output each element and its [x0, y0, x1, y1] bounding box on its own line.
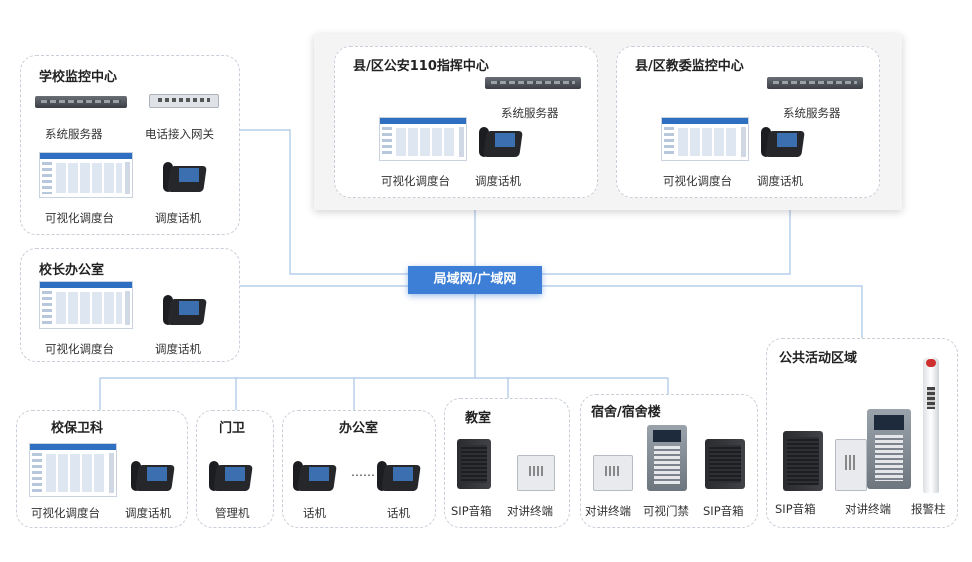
speaker-icon [705, 439, 745, 489]
console-icon [29, 443, 117, 497]
group-dorm: 宿舍/宿舍楼 对讲终端 可视门禁 SIP音箱 [580, 394, 758, 528]
intercom-icon [593, 455, 633, 491]
label: 对讲终端 [507, 504, 553, 518]
ellipsis: …… [351, 465, 375, 479]
label: 可视化调度台 [45, 211, 114, 225]
phone-icon [293, 455, 337, 495]
network-hub: 局域网/广域网 [408, 266, 542, 294]
group-title: 校长办公室 [39, 263, 105, 278]
group-title: 教室 [465, 411, 492, 426]
server-icon [485, 77, 581, 89]
group-principal-office: 校长办公室 可视化调度台 调度话机 [20, 248, 240, 362]
group-title: 公共活动区域 [779, 351, 858, 366]
label: 对讲终端 [585, 504, 631, 518]
group-education-monitor: 县/区教委监控中心 系统服务器 可视化调度台 调度话机 [616, 46, 880, 198]
console-icon [661, 117, 749, 161]
label: 系统服务器 [501, 106, 559, 120]
phone-icon [163, 156, 207, 196]
phone-icon [761, 121, 805, 161]
console-icon [379, 117, 467, 161]
phone-icon [131, 455, 175, 495]
intercom-icon [517, 455, 555, 491]
access-control-icon [867, 409, 911, 489]
server-icon [767, 77, 863, 89]
group-gate: 门卫 管理机 [196, 410, 274, 528]
group-classroom: 教室 SIP音箱 对讲终端 [444, 398, 570, 528]
label: 报警柱 [911, 502, 946, 516]
label: SIP音箱 [451, 504, 492, 518]
group-office: 办公室 …… 话机 话机 [282, 410, 436, 528]
phone-icon [209, 455, 253, 495]
label: 对讲终端 [845, 502, 891, 516]
label: SIP音箱 [775, 502, 816, 516]
label: 管理机 [215, 506, 250, 520]
label: 系统服务器 [45, 127, 103, 141]
label: SIP音箱 [703, 504, 744, 518]
group-title: 门卫 [219, 421, 246, 436]
speaker-icon [783, 431, 823, 491]
group-security-office: 校保卫科 可视化调度台 调度话机 [16, 410, 188, 528]
label: 可视化调度台 [381, 174, 450, 188]
label: 调度话机 [757, 174, 803, 188]
group-title: 县/区公安110指挥中心 [353, 59, 489, 74]
speaker-icon [457, 439, 491, 489]
label: 可视化调度台 [45, 342, 114, 356]
label: 话机 [303, 506, 326, 520]
intercom-icon [835, 439, 867, 491]
group-public-area: 公共活动区域 SIP音箱 对讲终端 报警柱 [766, 338, 958, 528]
label: 调度话机 [125, 506, 171, 520]
access-control-icon [647, 425, 687, 491]
phone-icon [163, 289, 207, 329]
console-icon [39, 281, 133, 329]
group-school-monitor: 学校监控中心 系统服务器 电话接入网关 可视化调度台 调度话机 [20, 55, 240, 235]
group-title: 学校监控中心 [39, 70, 118, 85]
label: 调度话机 [475, 174, 521, 188]
console-icon [39, 152, 133, 198]
label: 可视化调度台 [31, 506, 100, 520]
label: 话机 [387, 506, 410, 520]
group-police-110: 县/区公安110指挥中心 系统服务器 可视化调度台 调度话机 [334, 46, 598, 198]
group-title: 办公室 [339, 421, 379, 436]
label: 调度话机 [155, 211, 201, 225]
phone-icon [479, 121, 523, 161]
group-title: 县/区教委监控中心 [635, 59, 744, 74]
label: 电话接入网关 [145, 127, 214, 141]
gateway-icon [149, 94, 219, 108]
server-icon [35, 96, 127, 108]
alarm-pillar-icon [923, 357, 939, 493]
label: 可视门禁 [643, 504, 689, 518]
label: 可视化调度台 [663, 174, 732, 188]
group-title: 校保卫科 [51, 421, 104, 436]
label: 调度话机 [155, 342, 201, 356]
label: 系统服务器 [783, 106, 841, 120]
group-title: 宿舍/宿舍楼 [591, 405, 661, 420]
phone-icon [377, 455, 421, 495]
